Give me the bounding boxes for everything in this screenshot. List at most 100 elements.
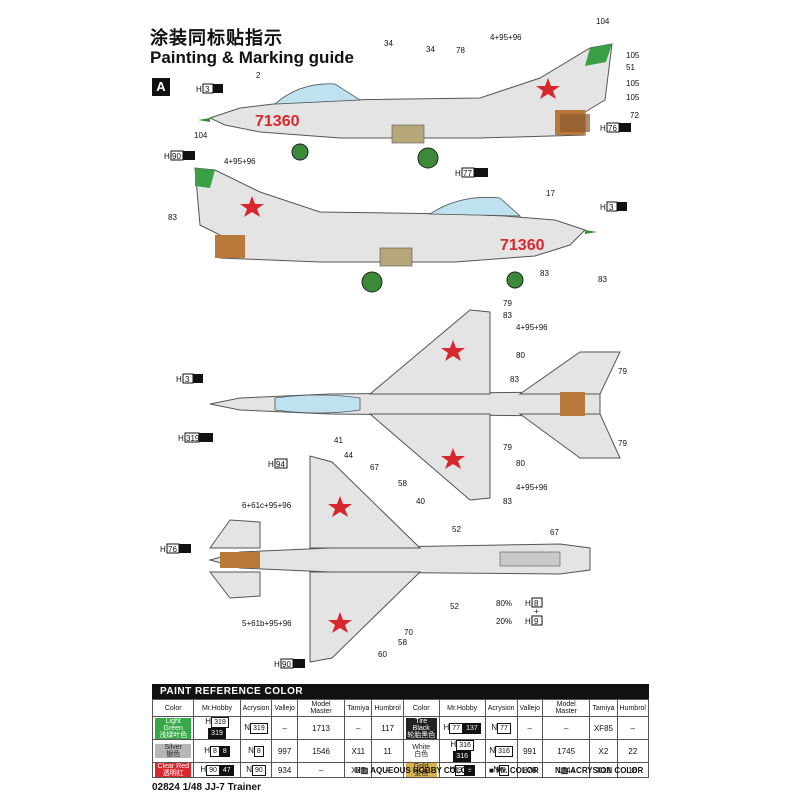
nose-wheel bbox=[291, 143, 309, 161]
svg-text:H: H bbox=[176, 375, 182, 384]
svg-text:40: 40 bbox=[416, 497, 425, 506]
svg-text:105: 105 bbox=[626, 79, 640, 88]
svg-text:4+95+96: 4+95+96 bbox=[516, 483, 548, 492]
column-header: Humbrol bbox=[616, 699, 649, 717]
svg-text:60: 60 bbox=[378, 650, 387, 659]
svg-text:H: H bbox=[600, 203, 606, 212]
svg-text:8: 8 bbox=[534, 599, 539, 608]
svg-text:77: 77 bbox=[463, 169, 472, 178]
svg-text:90: 90 bbox=[172, 152, 181, 161]
page-title-chinese: 涂装同标贴指示 bbox=[150, 28, 283, 48]
svg-text:51: 51 bbox=[626, 63, 635, 72]
column-header: Acrysion bbox=[239, 699, 273, 717]
svg-text:41: 41 bbox=[334, 436, 343, 445]
svg-text:H: H bbox=[455, 169, 461, 178]
svg-text:90: 90 bbox=[282, 660, 291, 669]
column-header: Model Master bbox=[296, 699, 346, 717]
nose-wheel bbox=[506, 271, 524, 289]
svg-text:3: 3 bbox=[609, 203, 614, 212]
svg-text:5+61b+95+96: 5+61b+95+96 bbox=[242, 619, 292, 628]
roundel-star-icon bbox=[536, 78, 560, 99]
serial-number: 71360 bbox=[255, 113, 300, 130]
svg-text:83: 83 bbox=[510, 375, 519, 384]
svg-text:94: 94 bbox=[276, 460, 285, 469]
column-header: Tamiya bbox=[589, 699, 618, 717]
svg-text:58: 58 bbox=[398, 638, 407, 647]
side-view-left: 71360 bbox=[198, 43, 613, 169]
roundel-star-icon bbox=[441, 448, 465, 469]
svg-text:104: 104 bbox=[194, 131, 208, 140]
svg-text:20%: 20% bbox=[496, 617, 512, 626]
column-header: Vallejo bbox=[516, 699, 544, 717]
paint-reference-grid: Color Mr.Hobby Acrysion Vallejo Model Ma… bbox=[151, 699, 649, 778]
svg-text:H: H bbox=[160, 545, 166, 554]
svg-text:67: 67 bbox=[550, 528, 559, 537]
serial-number: 71360 bbox=[500, 237, 545, 254]
svg-text:83: 83 bbox=[503, 497, 512, 506]
column-header: Mr.Hobby bbox=[193, 699, 241, 717]
svg-text:72: 72 bbox=[630, 111, 639, 120]
main-wheel bbox=[417, 147, 439, 169]
svg-text:79: 79 bbox=[503, 443, 512, 452]
footer-product-id: 02824 1/48 JJ-7 Trainer bbox=[152, 782, 261, 793]
svg-text:3: 3 bbox=[205, 85, 210, 94]
svg-text:83: 83 bbox=[168, 213, 177, 222]
legend-mr-color: ■ Mr. COLOR bbox=[489, 766, 539, 775]
roundel-star-icon bbox=[441, 340, 465, 361]
svg-text:34: 34 bbox=[384, 39, 393, 48]
section-badge: A bbox=[152, 78, 170, 96]
svg-text:76: 76 bbox=[168, 545, 177, 554]
svg-text:78: 78 bbox=[456, 46, 465, 55]
svg-text:3: 3 bbox=[185, 375, 190, 384]
svg-text:4+95+96: 4+95+96 bbox=[516, 323, 548, 332]
svg-text:83: 83 bbox=[598, 275, 607, 284]
svg-text:44: 44 bbox=[344, 451, 353, 460]
roundel-star-icon bbox=[328, 496, 352, 517]
column-header: Model Master bbox=[542, 699, 591, 717]
svg-text:H: H bbox=[600, 124, 606, 133]
column-header: Mr.Hobby bbox=[438, 699, 486, 717]
svg-text:9: 9 bbox=[534, 617, 539, 626]
svg-text:2: 2 bbox=[256, 71, 261, 80]
svg-text:+: + bbox=[534, 607, 539, 616]
paint-reference-table: PAINT REFERENCE COLOR Color Mr.Hobby Acr… bbox=[151, 684, 649, 778]
column-header: Acrysion bbox=[484, 699, 518, 717]
column-header: Color bbox=[151, 699, 195, 717]
svg-text:105: 105 bbox=[626, 51, 640, 60]
main-wheel bbox=[361, 271, 383, 293]
svg-text:105: 105 bbox=[626, 93, 640, 102]
column-header: Humbrol bbox=[371, 699, 404, 717]
svg-text:4+95+96: 4+95+96 bbox=[224, 157, 256, 166]
svg-text:80: 80 bbox=[516, 351, 525, 360]
svg-text:52: 52 bbox=[452, 525, 461, 534]
svg-text:80%: 80% bbox=[496, 599, 512, 608]
svg-text:104: 104 bbox=[596, 17, 610, 26]
svg-text:80: 80 bbox=[516, 459, 525, 468]
svg-text:319: 319 bbox=[186, 434, 200, 443]
paint-legend: H▥ AQUEOUS HOBBY COLOR ■ Mr. COLOR N▥ AC… bbox=[355, 766, 657, 775]
svg-text:17: 17 bbox=[546, 189, 555, 198]
svg-text:52: 52 bbox=[450, 602, 459, 611]
svg-text:H: H bbox=[164, 152, 170, 161]
svg-text:H: H bbox=[178, 434, 184, 443]
bottom-view bbox=[208, 455, 591, 663]
svg-text:H: H bbox=[525, 617, 531, 626]
svg-text:83: 83 bbox=[540, 269, 549, 278]
svg-text:76: 76 bbox=[608, 124, 617, 133]
legend-aqueous: H▥ AQUEOUS HOBBY COLOR bbox=[355, 766, 473, 775]
svg-text:H: H bbox=[525, 599, 531, 608]
svg-text:67: 67 bbox=[370, 463, 379, 472]
svg-text:4+95+96: 4+95+96 bbox=[490, 33, 522, 42]
svg-text:H: H bbox=[268, 460, 274, 469]
svg-text:79: 79 bbox=[503, 299, 512, 308]
